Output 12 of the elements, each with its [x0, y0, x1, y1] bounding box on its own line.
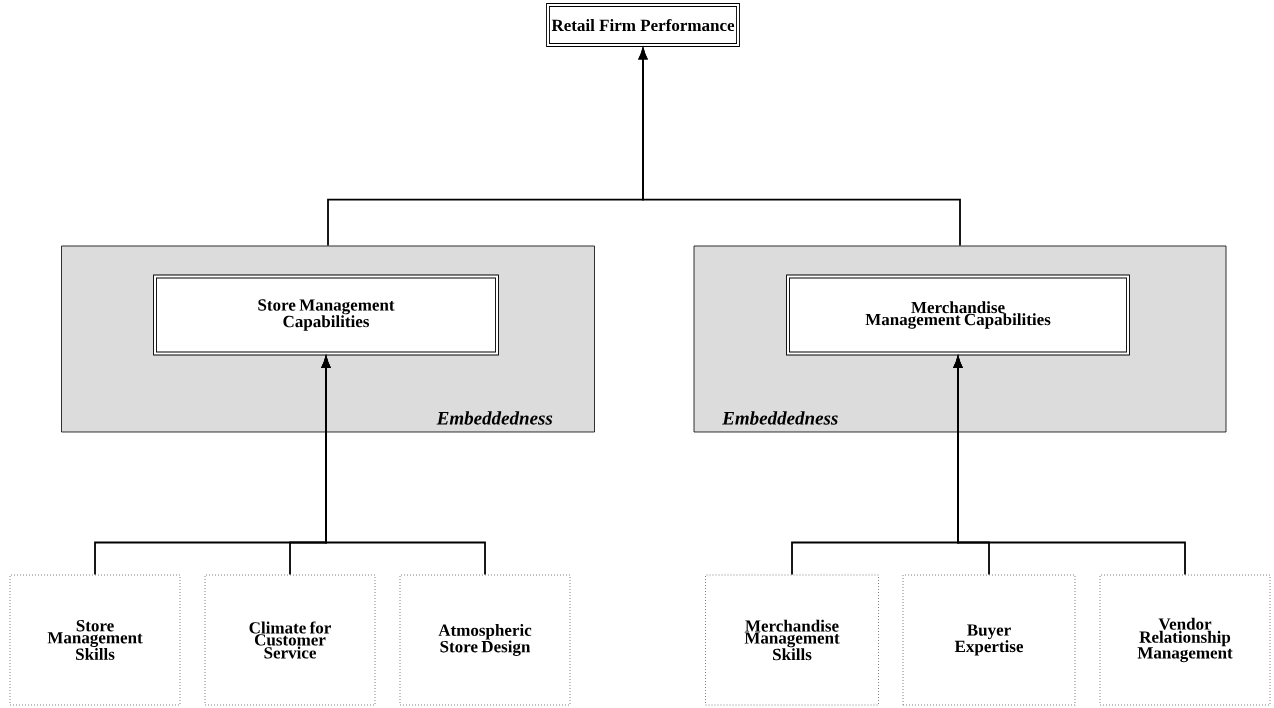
arrow [953, 356, 1186, 576]
skill-box: Atmospheric Store Design [399, 574, 571, 706]
capability-box: Store Management Capabilities [153, 274, 499, 356]
skill-box: Buyer Expertise [902, 574, 1076, 706]
skill-box: Store Management Skills [9, 574, 181, 706]
arrow [321, 356, 486, 576]
arrow [638, 48, 961, 247]
capability-box: Merchandise Management Capabilities [786, 274, 1130, 356]
outcome-box: Retail Firm Performance [546, 3, 740, 47]
skill-box: Climate for Customer Service [204, 574, 376, 706]
skill-box: Vendor Relationship Management [1099, 574, 1271, 706]
skill-box: Merchandise Management Skills [705, 574, 879, 706]
